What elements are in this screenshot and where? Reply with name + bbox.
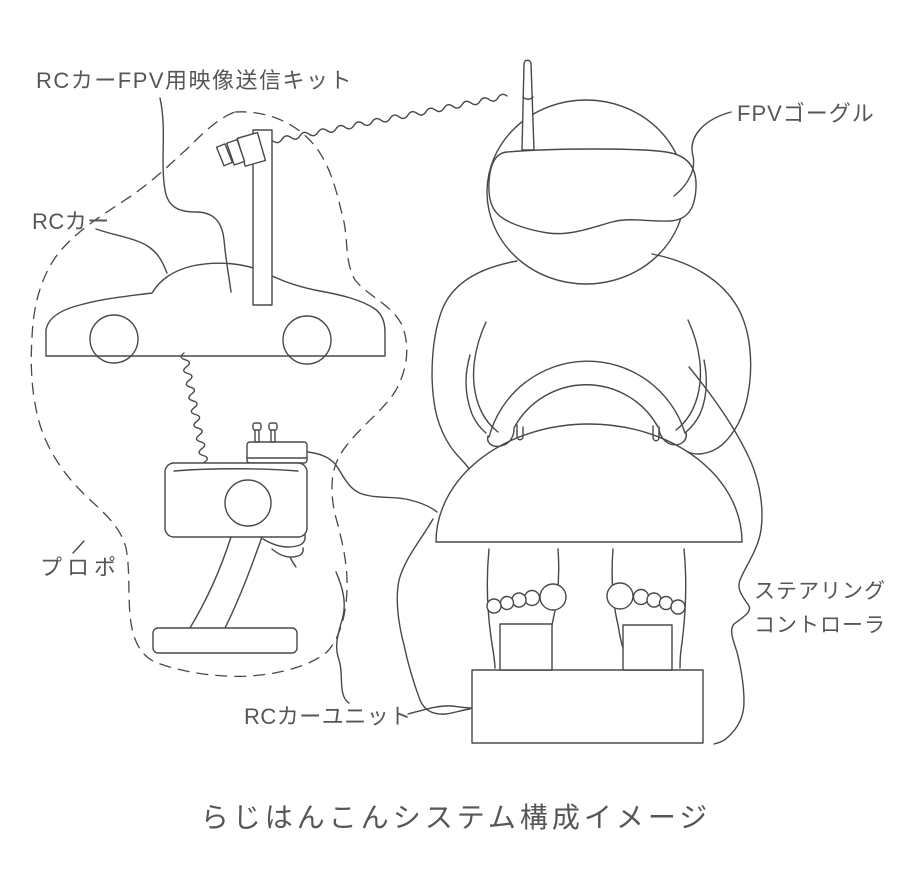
rc-unit-base-leader: [407, 705, 474, 715]
controller-outline-left: [396, 518, 471, 715]
camera-mast: [252, 129, 273, 306]
steering-wheel-cap-left: [487, 428, 515, 448]
propo-trigger: [262, 534, 306, 548]
propo-base: [152, 627, 298, 654]
fpv-camera-lens2: [215, 143, 234, 167]
video-cable-coil: [272, 93, 508, 144]
propo-trigger-guard: [271, 547, 304, 568]
rc-car-label: RCカー: [32, 209, 110, 234]
kit-label: RCカーFPV用映像送信キット: [36, 68, 353, 93]
kit-label-leader: [159, 97, 232, 293]
rc-unit-dashed-outline: [30, 111, 408, 678]
person-arm-right-a: [675, 319, 702, 431]
propo-top-box: [246, 441, 308, 464]
foot-left-toe-3: [511, 592, 527, 608]
rc-car-wheel-front: [89, 314, 139, 364]
fpv-goggles-label-leader: [673, 111, 732, 197]
rc-car-label-leader: [95, 228, 168, 274]
steering-wheel-inner: [513, 384, 659, 429]
foot-right-toe-5: [670, 599, 686, 615]
leg-right-outer: [679, 548, 687, 669]
rc-unit-label-leader: [335, 571, 350, 704]
steering-controller-label-line1: ステアリング: [754, 580, 886, 603]
goggles-antenna-mark: [522, 96, 534, 100]
steering-wheel-cap-right: [658, 427, 687, 446]
person-arm-left-b: [465, 354, 487, 434]
propo-body-top-line: [173, 468, 299, 472]
car-propo-coil-cable: [180, 352, 211, 477]
rc-unit-label: RCカーユニット: [244, 704, 412, 729]
propo-antenna-pin-2: [270, 428, 276, 443]
hand-hook-left: [516, 424, 524, 441]
propo-body: [164, 462, 308, 538]
propo-label: プロポ: [40, 555, 121, 580]
person-arm-right-b: [685, 359, 708, 433]
foot-left-big-toe: [539, 583, 567, 611]
person-arm-left-a: [472, 321, 499, 433]
propo-label-leader: [72, 540, 85, 554]
fpv-goggles-label: FPVゴーグル: [737, 101, 875, 126]
propo-antenna-pin-1: [254, 428, 260, 443]
goggles-antenna: [521, 59, 535, 151]
pedal-base-unit: [471, 669, 704, 744]
foot-left-toe-4: [499, 595, 515, 611]
pedal-right: [622, 624, 673, 671]
desk-dome: [435, 423, 743, 543]
hand-hook-right: [652, 425, 660, 442]
person-torso-left: [431, 260, 518, 481]
propo-grip-right: [224, 536, 263, 629]
foot-right-toe-2: [632, 588, 650, 606]
foot-left-toe-5: [486, 598, 502, 614]
propo-controller-cable: [307, 451, 438, 513]
foot-right-toe-3: [646, 592, 662, 608]
leg-right-inner: [611, 548, 624, 649]
propo-antenna-pin-2-cap: [268, 422, 278, 431]
propo-steering-dial: [224, 479, 272, 527]
fpv-camera-lens1: [225, 138, 246, 166]
steering-wheel-outer: [488, 360, 686, 438]
person-torso-right: [651, 253, 752, 455]
diagram-title: らじはんこんシステム構成イメージ: [201, 802, 712, 833]
fpv-goggles-shape: [488, 148, 697, 235]
pedal-left: [499, 623, 553, 671]
rc-car-wheel-rear: [282, 315, 332, 365]
foot-right-big-toe: [606, 582, 634, 610]
leg-left-outer: [486, 548, 496, 669]
foot-left-toe-2: [523, 589, 541, 607]
propo-antenna-pin-1-cap: [252, 422, 262, 431]
propo-grip-left: [189, 536, 232, 629]
rc-car-body: [45, 262, 386, 357]
steering-controller-label-line2: コントローラ: [754, 614, 886, 637]
controller-outline-right: [688, 366, 763, 745]
